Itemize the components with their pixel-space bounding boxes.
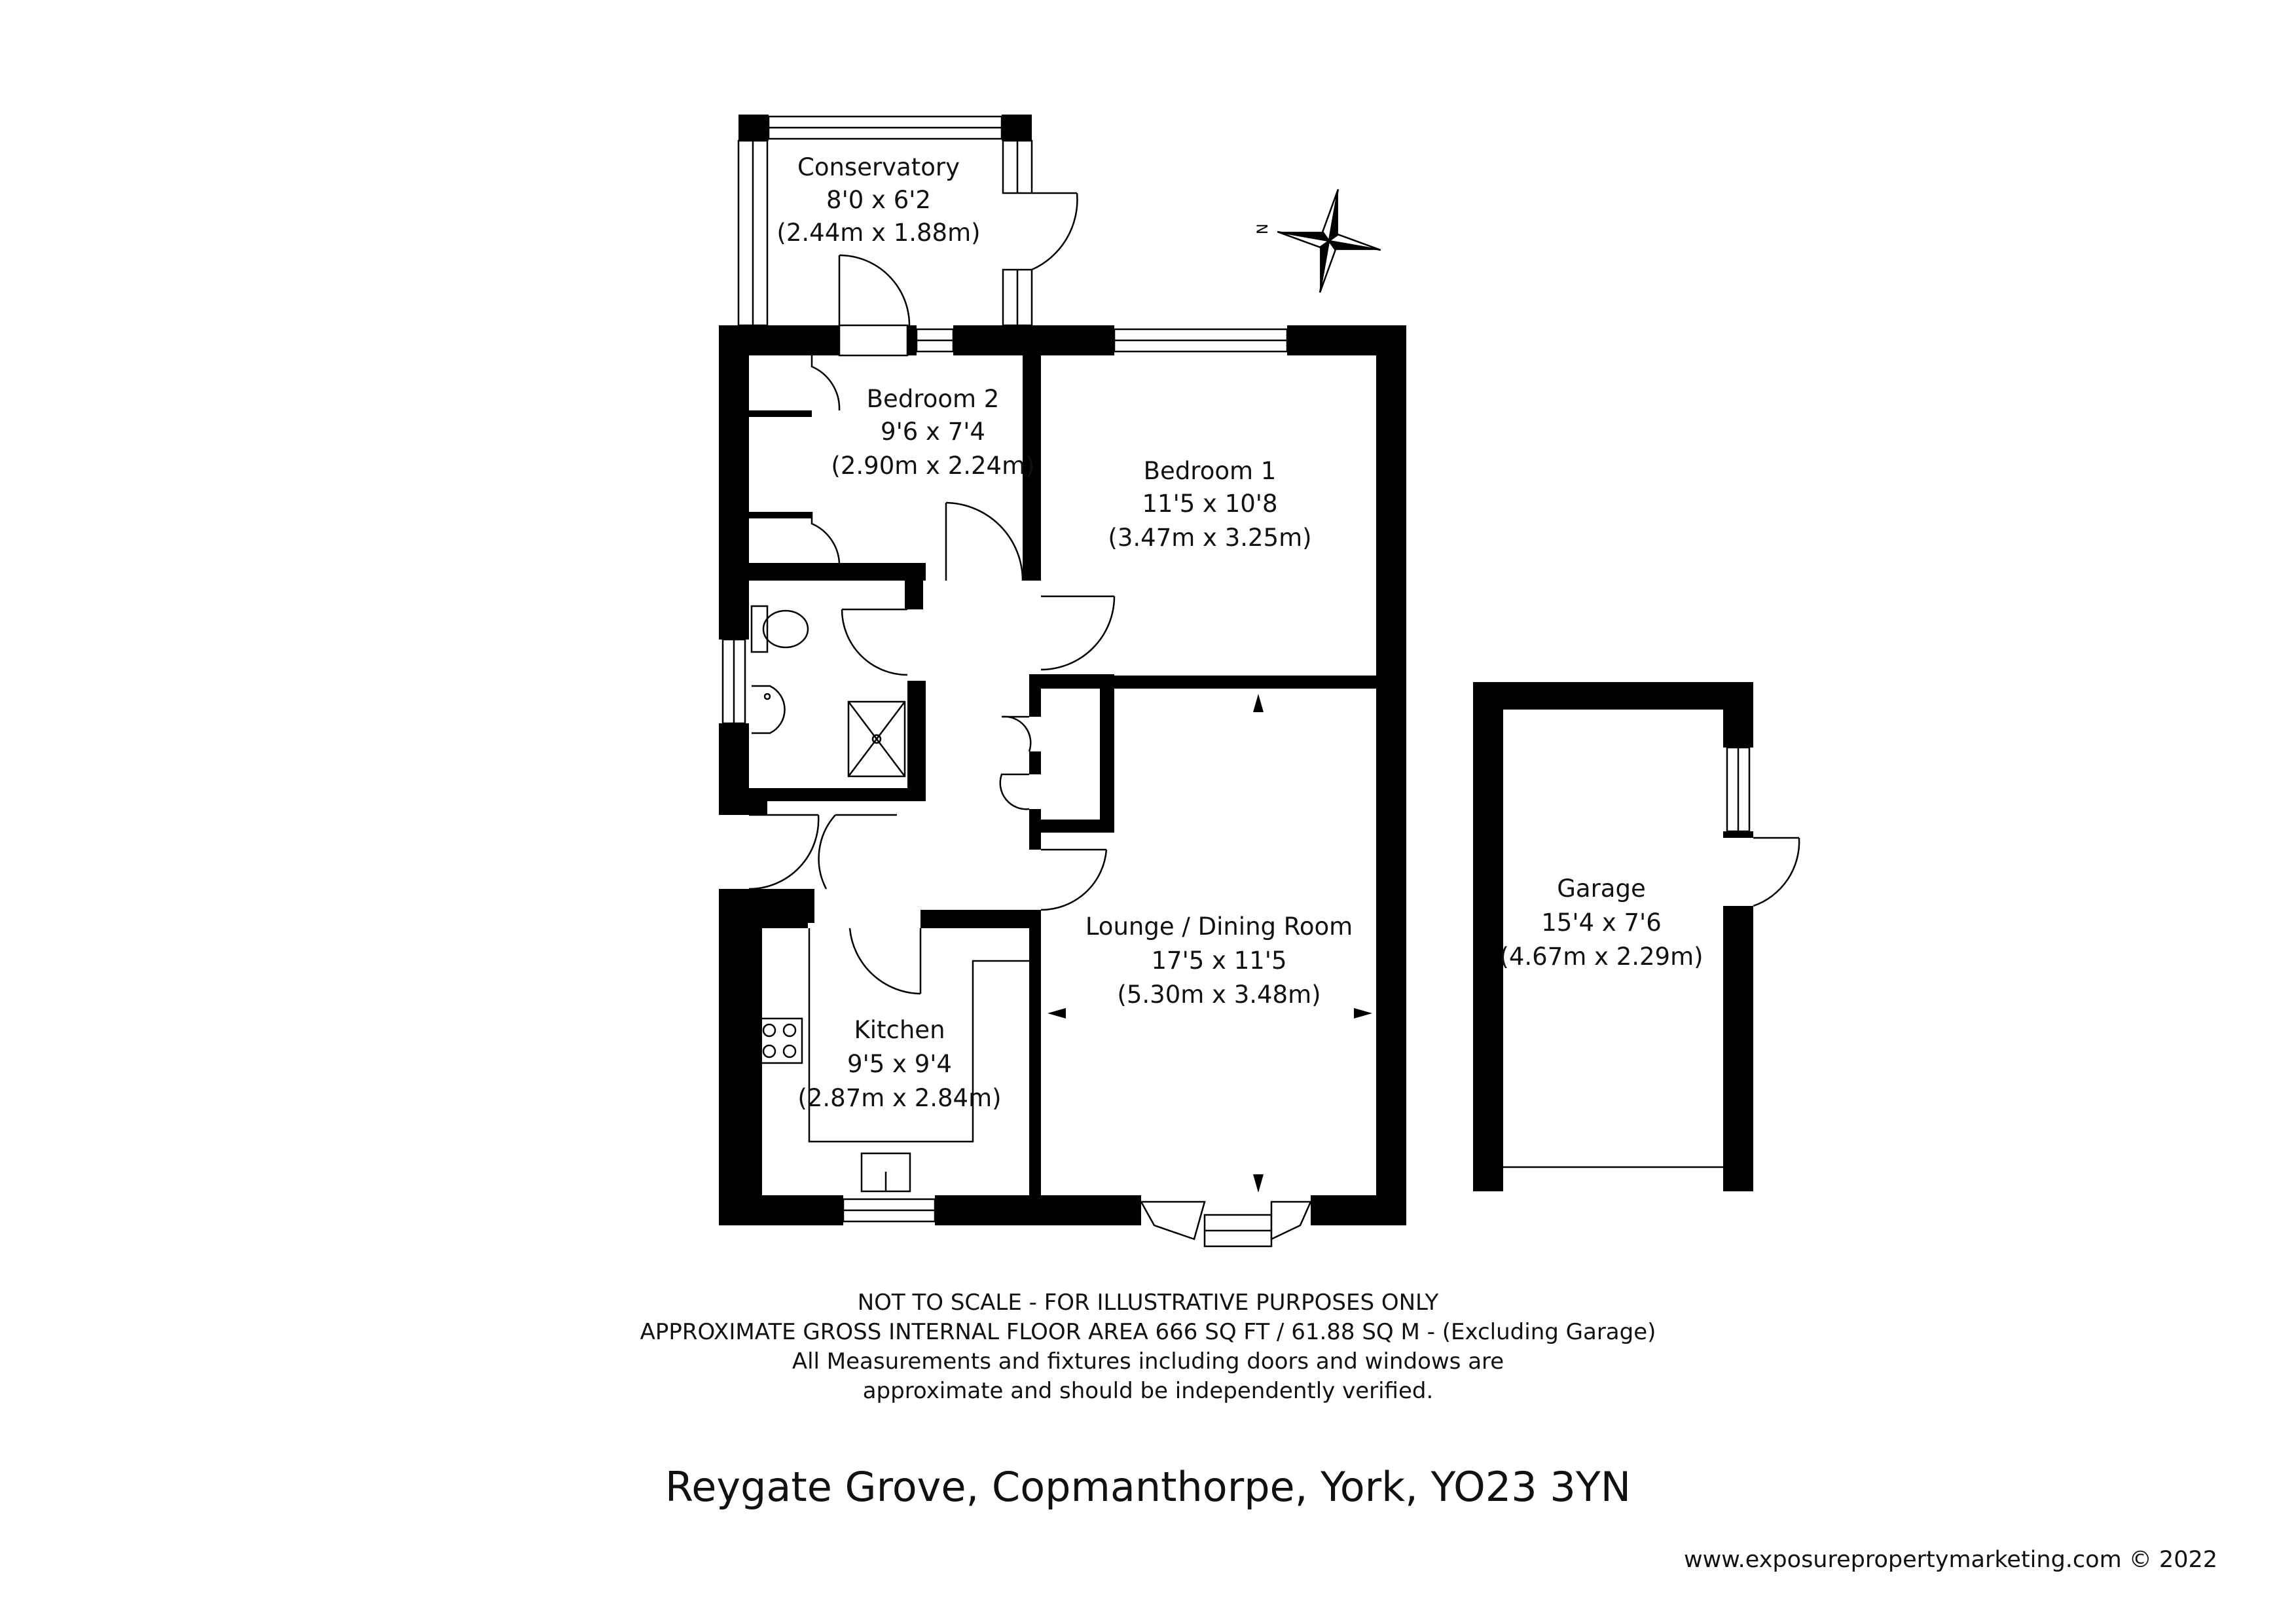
garage-walls — [1473, 682, 1800, 1191]
internal-walls — [719, 355, 1376, 1225]
compass-north-label: N — [1255, 224, 1271, 234]
kitchen-metric: (2.87m x 2.84m) — [797, 1084, 1001, 1112]
copyright-credit: www.exposurepropertymarketing.com © 2022 — [1684, 1547, 2217, 1573]
disclaimer-line-1: NOT TO SCALE - FOR ILLUSTRATIVE PURPOSES… — [857, 1290, 1439, 1316]
kitchen-name: Kitchen — [854, 1016, 945, 1044]
lounge-metric: (5.30m x 3.48m) — [1117, 981, 1321, 1009]
bedroom1-name: Bedroom 1 — [1144, 457, 1277, 485]
bedroom1-metric: (3.47m x 3.25m) — [1108, 524, 1311, 552]
lounge-name: Lounge / Dining Room — [1085, 912, 1353, 941]
bedroom2-imperial: 9'6 x 7'4 — [881, 418, 985, 446]
disclaimer-line-4: approximate and should be independently … — [862, 1378, 1434, 1404]
conservatory-name: Conservatory — [797, 153, 960, 181]
bedroom1-imperial: 11'5 x 10'8 — [1142, 490, 1277, 518]
disclaimer: NOT TO SCALE - FOR ILLUSTRATIVE PURPOSES… — [0, 1288, 2296, 1406]
bedroom2-metric: (2.90m x 2.24m) — [831, 452, 1034, 480]
doors — [748, 254, 1116, 995]
garage-name: Garage — [1557, 875, 1645, 903]
disclaimer-line-2: APPROXIMATE GROSS INTERNAL FLOOR AREA 66… — [640, 1319, 1656, 1345]
garage-metric: (4.67m x 2.29m) — [1499, 943, 1703, 971]
bedroom2-name: Bedroom 2 — [867, 385, 1000, 413]
garage-imperial: 15'4 x 7'6 — [1541, 909, 1661, 937]
conservatory-door — [1031, 192, 1078, 271]
conservatory-imperial: 8'0 x 6'2 — [826, 186, 931, 214]
conservatory-walls — [737, 115, 1033, 327]
dimension-markers — [1048, 694, 1372, 1193]
compass-icon — [1277, 189, 1381, 293]
kitchen-imperial: 9'5 x 9'4 — [847, 1050, 952, 1078]
property-address: Reygate Grove, Copmanthorpe, York, YO23 … — [665, 1463, 1631, 1511]
disclaimer-line-3: All Measurements and fixtures including … — [792, 1348, 1504, 1375]
fixtures — [750, 605, 1029, 1193]
lounge-imperial: 17'5 x 11'5 — [1151, 947, 1286, 975]
house-walls — [719, 324, 1406, 1248]
conservatory-metric: (2.44m x 1.88m) — [776, 219, 980, 247]
